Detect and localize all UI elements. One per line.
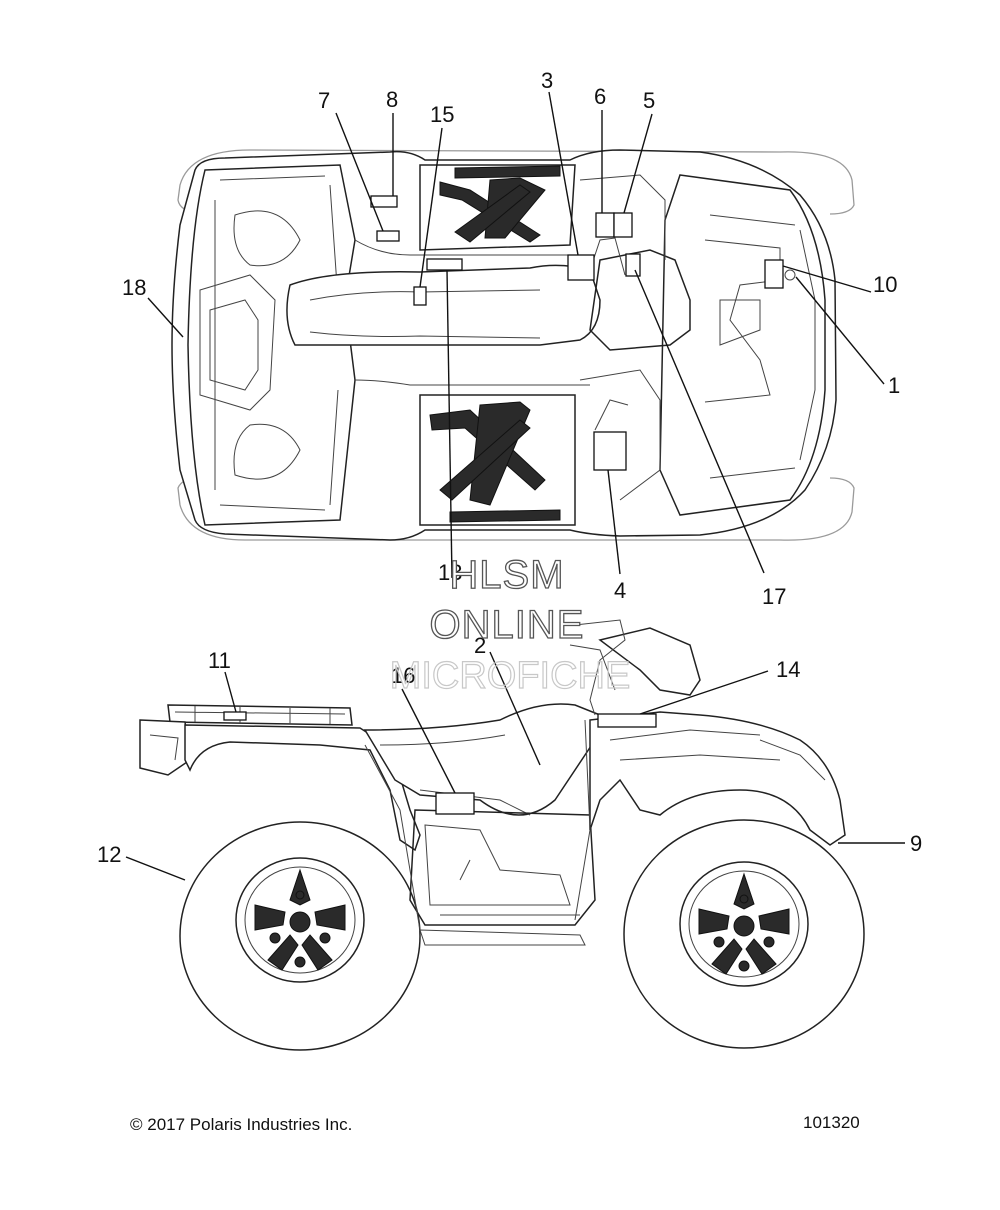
decal-7 — [376, 230, 400, 242]
leader-lines-side — [125, 651, 905, 881]
callout-13: 13 — [438, 560, 462, 585]
callout-6: 6 — [594, 84, 606, 109]
watermark-line1: HLSM — [449, 553, 564, 597]
decal-13 — [426, 258, 463, 271]
callout-1: 1 — [888, 373, 900, 398]
callout-16: 16 — [391, 663, 415, 688]
watermark-line3: MICROFICHE — [390, 655, 631, 697]
front-rim — [679, 861, 809, 987]
callout-12: 12 — [97, 842, 121, 867]
watermark: HLSM ONLINE MICROFICHE — [389, 552, 631, 697]
callout-numbers: 10 1 3 6 5 8 7 15 18 13 4 17 11 16 2 14 … — [97, 68, 922, 867]
rear-tire — [179, 821, 421, 1051]
callout-15: 15 — [430, 102, 454, 127]
decal-17 — [625, 253, 641, 277]
callout-3: 3 — [541, 68, 553, 93]
decal-4 — [593, 431, 627, 471]
callout-11: 11 — [208, 648, 231, 673]
callout-18: 18 — [122, 275, 146, 300]
diagram-number: 101320 — [803, 1113, 860, 1132]
decal-6 — [595, 212, 615, 238]
callout-7: 7 — [318, 88, 330, 113]
rear-rim — [235, 857, 365, 983]
decal-5 — [613, 212, 633, 238]
atv-side-view — [139, 619, 865, 1051]
decal-15 — [413, 286, 427, 306]
decal-16 — [435, 792, 475, 815]
decal-11 — [223, 711, 247, 721]
callout-8: 8 — [386, 87, 398, 112]
callout-14: 14 — [776, 657, 800, 682]
decal-14 — [597, 713, 657, 728]
callout-9: 9 — [910, 831, 922, 856]
watermark-line2: ONLINE — [430, 603, 585, 647]
leader-lines-top — [147, 91, 885, 579]
decal-3 — [567, 254, 595, 281]
atv-top-view — [171, 149, 855, 541]
callout-4: 4 — [614, 578, 626, 603]
decal-8 — [370, 195, 398, 208]
decal-10 — [764, 259, 784, 289]
callout-17: 17 — [762, 584, 786, 609]
callout-10: 10 — [873, 272, 897, 297]
callout-5: 5 — [643, 88, 655, 113]
copyright-notice: © 2017 Polaris Industries Inc. — [130, 1115, 353, 1134]
callout-2: 2 — [474, 633, 486, 658]
